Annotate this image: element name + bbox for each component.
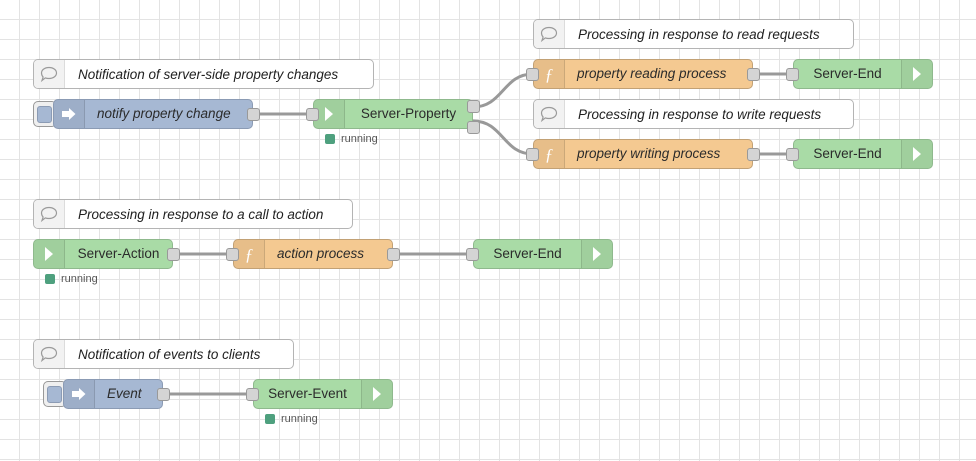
node-end-action[interactable]: Server-End bbox=[473, 239, 613, 269]
status-text: running bbox=[61, 273, 98, 285]
comment-node[interactable]: Processing in response to read requests bbox=[533, 19, 854, 49]
inject-arrow-icon bbox=[54, 100, 85, 128]
output-port[interactable] bbox=[167, 248, 180, 261]
status-text: running bbox=[281, 413, 318, 425]
node-label: Server-End bbox=[813, 66, 882, 81]
input-port[interactable] bbox=[306, 108, 319, 121]
node-notify[interactable]: notify property change bbox=[53, 99, 253, 129]
function-icon: ƒ bbox=[534, 60, 565, 88]
node-event[interactable]: Event bbox=[63, 379, 163, 409]
input-port[interactable] bbox=[786, 68, 799, 81]
node-status: running bbox=[325, 132, 378, 146]
arrow-right-icon bbox=[34, 240, 65, 268]
node-action-proc[interactable]: ƒ action process bbox=[233, 239, 393, 269]
node-label: Server-Action bbox=[77, 246, 160, 261]
node-label: Server-End bbox=[813, 146, 882, 161]
inject-button[interactable] bbox=[43, 381, 65, 407]
function-icon: ƒ bbox=[534, 140, 565, 168]
arrow-right-icon bbox=[901, 140, 932, 168]
inject-button-knob bbox=[46, 385, 62, 403]
status-text: running bbox=[341, 133, 378, 145]
comment-icon bbox=[534, 20, 565, 48]
node-server-action[interactable]: Server-Action bbox=[33, 239, 173, 269]
comment-icon bbox=[34, 200, 65, 228]
node-label: notify property change bbox=[97, 106, 231, 121]
comment-text: Processing in response to read requests bbox=[578, 26, 820, 42]
svg-text:ƒ: ƒ bbox=[545, 65, 554, 83]
comment-node[interactable]: Notification of server-side property cha… bbox=[33, 59, 374, 89]
comment-text: Notification of events to clients bbox=[78, 346, 261, 362]
comment-node[interactable]: Processing in response to write requests bbox=[533, 99, 854, 129]
svg-text:ƒ: ƒ bbox=[245, 245, 254, 263]
node-end-read[interactable]: Server-End bbox=[793, 59, 933, 89]
output-port[interactable] bbox=[157, 388, 170, 401]
comment-node[interactable]: Processing in response to a call to acti… bbox=[33, 199, 353, 229]
input-port[interactable] bbox=[526, 68, 539, 81]
node-label: Server-Property bbox=[360, 106, 457, 121]
input-port[interactable] bbox=[466, 248, 479, 261]
comment-icon bbox=[34, 340, 65, 368]
status-dot-icon bbox=[45, 274, 55, 284]
wire[interactable] bbox=[471, 119, 535, 156]
arrow-right-icon bbox=[901, 60, 932, 88]
wire[interactable] bbox=[471, 72, 535, 109]
arrow-right-icon bbox=[314, 100, 345, 128]
arrow-right-icon bbox=[361, 380, 392, 408]
comment-text: Processing in response to write requests bbox=[578, 106, 822, 122]
node-read-proc[interactable]: ƒ property reading process bbox=[533, 59, 753, 89]
node-label: Event bbox=[107, 386, 142, 401]
inject-arrow-icon bbox=[64, 380, 95, 408]
status-dot-icon bbox=[265, 414, 275, 424]
output-port[interactable] bbox=[747, 68, 760, 81]
node-label: action process bbox=[277, 246, 365, 261]
input-port[interactable] bbox=[246, 388, 259, 401]
input-port[interactable] bbox=[786, 148, 799, 161]
comment-icon bbox=[534, 100, 565, 128]
node-server-event[interactable]: Server-Event bbox=[253, 379, 393, 409]
input-port[interactable] bbox=[226, 248, 239, 261]
output-port[interactable] bbox=[247, 108, 260, 121]
inject-button-knob bbox=[36, 105, 52, 123]
node-label: Server-End bbox=[493, 246, 562, 261]
node-end-write[interactable]: Server-End bbox=[793, 139, 933, 169]
svg-text:ƒ: ƒ bbox=[545, 145, 554, 163]
node-label: property writing process bbox=[577, 146, 721, 161]
arrow-right-icon bbox=[581, 240, 612, 268]
status-dot-icon bbox=[325, 134, 335, 144]
node-label: property reading process bbox=[577, 66, 727, 81]
node-status: running bbox=[45, 272, 98, 286]
comment-text: Notification of server-side property cha… bbox=[78, 66, 339, 82]
comment-icon bbox=[34, 60, 65, 88]
node-write-proc[interactable]: ƒ property writing process bbox=[533, 139, 753, 169]
node-server-property[interactable]: Server-Property bbox=[313, 99, 473, 129]
comment-text: Processing in response to a call to acti… bbox=[78, 206, 324, 222]
node-label: Server-Event bbox=[268, 386, 347, 401]
inject-button[interactable] bbox=[33, 101, 55, 127]
output-port-1[interactable] bbox=[467, 100, 480, 113]
input-port[interactable] bbox=[526, 148, 539, 161]
output-port[interactable] bbox=[387, 248, 400, 261]
output-port-2[interactable] bbox=[467, 121, 480, 134]
comment-node[interactable]: Notification of events to clients bbox=[33, 339, 294, 369]
function-icon: ƒ bbox=[234, 240, 265, 268]
node-status: running bbox=[265, 412, 318, 426]
output-port[interactable] bbox=[747, 148, 760, 161]
